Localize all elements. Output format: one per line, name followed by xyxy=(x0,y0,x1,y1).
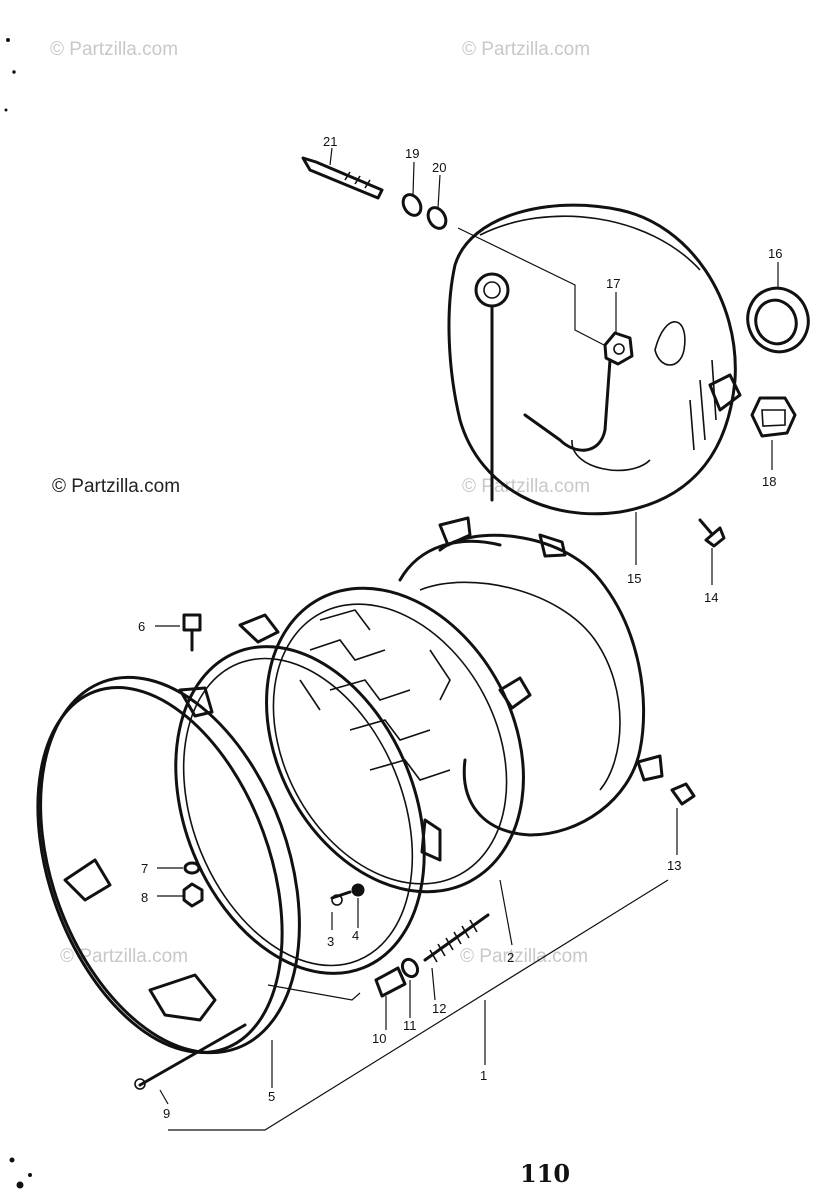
callout-5: 5 xyxy=(268,1089,275,1104)
callout-7: 7 xyxy=(141,861,148,876)
watermark: © Partzilla.com xyxy=(462,476,590,497)
part-grommet-18 xyxy=(750,396,797,438)
callout-17: 17 xyxy=(606,276,620,291)
callout-20: 20 xyxy=(432,160,446,175)
scan-noise xyxy=(4,38,32,1189)
callout-10: 10 xyxy=(372,1031,386,1046)
page-number: 110 xyxy=(520,1159,570,1188)
part-mounting-rim xyxy=(174,613,426,975)
part-screw-14 xyxy=(698,518,726,548)
callout-8: 8 xyxy=(141,890,148,905)
callout-15: 15 xyxy=(627,571,641,586)
part-nut-13 xyxy=(670,782,696,806)
part-headlight-case-2 xyxy=(398,516,664,837)
callout-18: 18 xyxy=(762,474,776,489)
part-screw-3 xyxy=(330,890,352,906)
watermark: © Partzilla.com xyxy=(50,39,178,60)
part-spring-12 xyxy=(423,913,490,963)
part-spacer-10 xyxy=(374,966,407,998)
callout-1: 1 xyxy=(480,1068,487,1083)
watermark: © Partzilla.com xyxy=(52,476,180,497)
part-screw-6 xyxy=(182,613,202,652)
callout-4: 4 xyxy=(352,928,359,943)
part-outer-rim-5 xyxy=(36,675,301,1055)
callout-12: 12 xyxy=(432,1001,446,1016)
callout-13: 13 xyxy=(667,858,681,873)
callout-19: 19 xyxy=(405,146,419,161)
leader-lines xyxy=(155,147,779,1131)
callout-3: 3 xyxy=(327,934,334,949)
part-nut-8 xyxy=(182,882,204,908)
part-nut-11 xyxy=(400,957,420,979)
part-grommet-17 xyxy=(603,331,634,366)
part-nut-4 xyxy=(351,883,365,897)
callout-11: 11 xyxy=(403,1018,417,1033)
watermark: © Partzilla.com xyxy=(462,39,590,60)
watermark: © Partzilla.com xyxy=(460,946,588,967)
callout-2: 2 xyxy=(507,950,514,965)
callout-21: 21 xyxy=(323,134,337,149)
callout-9: 9 xyxy=(163,1106,170,1121)
callout-14: 14 xyxy=(704,590,718,605)
part-washer-7 xyxy=(183,861,201,875)
part-headlight-housing-15 xyxy=(447,203,742,516)
callout-16: 16 xyxy=(768,246,782,261)
part-ring-16 xyxy=(746,286,810,354)
watermark: © Partzilla.com xyxy=(60,946,188,967)
part-bolt-21 xyxy=(301,156,384,200)
part-screw-9 xyxy=(134,1023,247,1090)
callout-6: 6 xyxy=(138,619,145,634)
part-washer-20 xyxy=(426,206,448,230)
part-washer-19 xyxy=(401,193,423,217)
